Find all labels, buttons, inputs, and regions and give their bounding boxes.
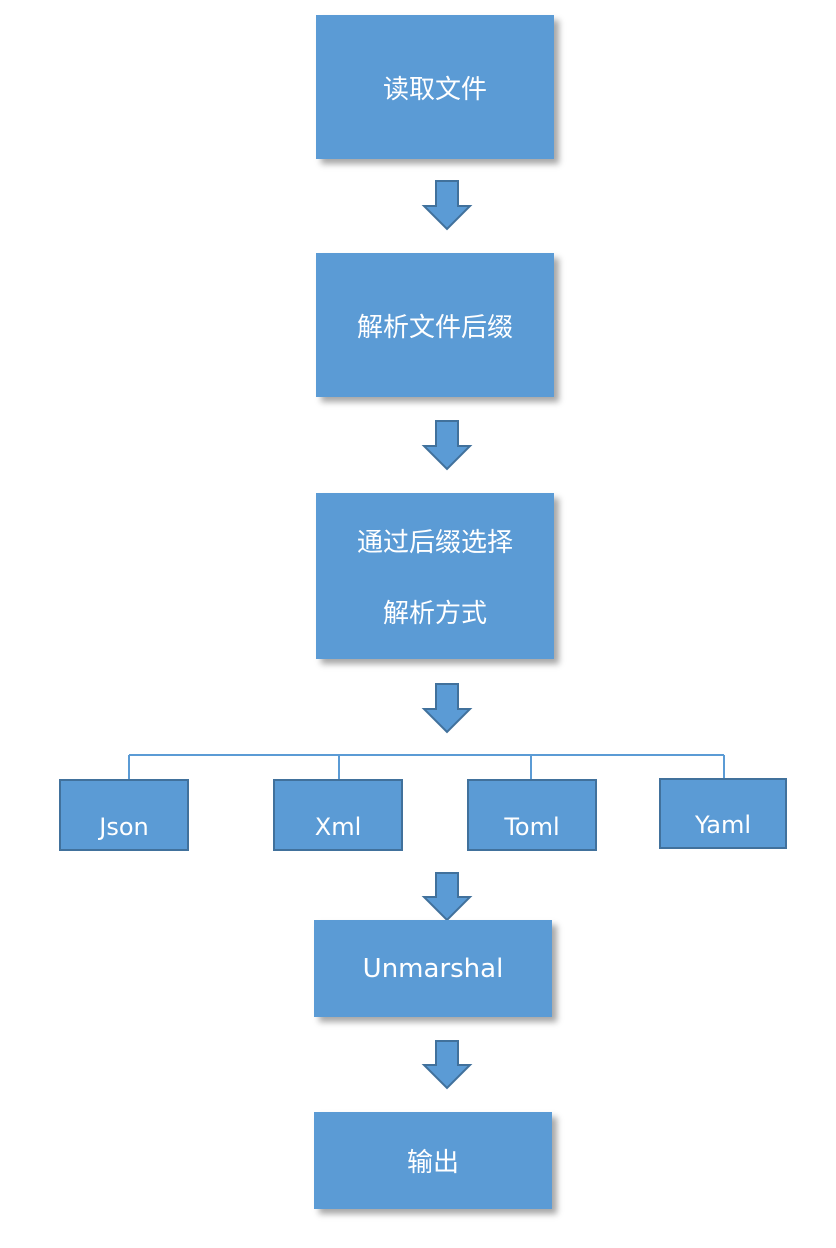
format-box-xml: Xml	[273, 779, 403, 851]
format-box-toml: Toml	[467, 779, 597, 851]
format-label-xml: Xml	[314, 813, 362, 841]
choose-method-label-line2: 解析方式	[382, 599, 487, 629]
choose-method-label-line1: 通过后缀选择	[356, 528, 513, 558]
down-arrow-5	[421, 1040, 473, 1090]
down-arrow-2	[421, 420, 473, 471]
down-arrow-1	[421, 180, 473, 231]
format-label-toml: Toml	[504, 813, 560, 841]
output-box: 输出	[314, 1112, 552, 1209]
parse-suffix-label: 解析文件后缀	[356, 312, 513, 343]
choose-method-box: 通过后缀选择 解析方式	[316, 493, 554, 659]
branch-connector	[128, 754, 725, 779]
unmarshal-label: Unmarshal	[362, 953, 504, 984]
format-box-json: Json	[59, 779, 189, 851]
read-file-label: 读取文件	[382, 74, 487, 105]
output-label: 输出	[406, 1148, 459, 1178]
read-file-box: 读取文件	[316, 15, 554, 159]
format-box-yaml: Yaml	[659, 778, 787, 849]
down-arrow-3	[421, 683, 473, 734]
format-label-yaml: Yaml	[694, 811, 752, 839]
parse-suffix-box: 解析文件后缀	[316, 253, 554, 397]
format-label-json: Json	[99, 813, 149, 841]
unmarshal-box: Unmarshal	[314, 920, 552, 1017]
down-arrow-4	[421, 872, 473, 922]
